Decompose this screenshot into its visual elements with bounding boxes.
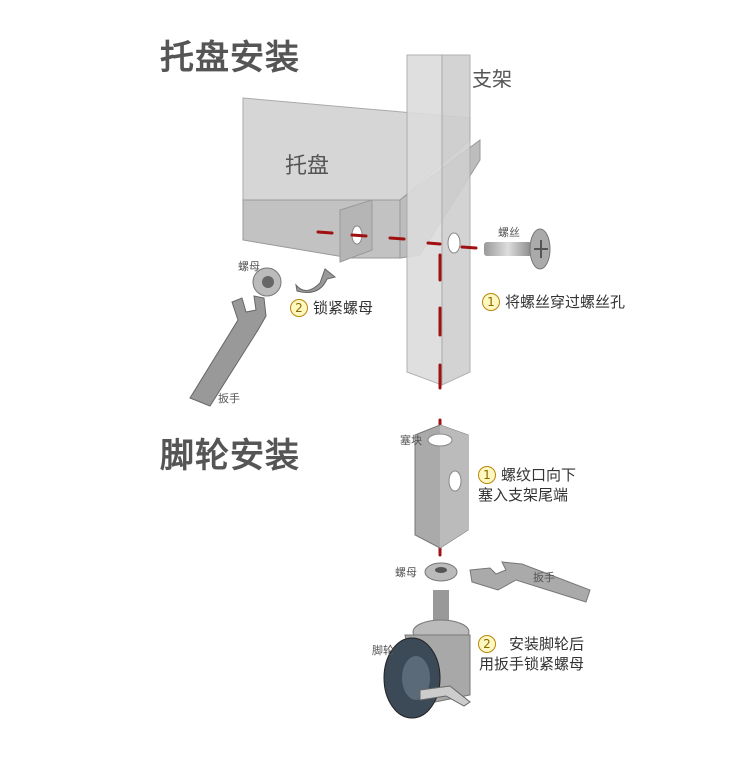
- step-text-line2: 用扳手锁紧螺母: [479, 655, 585, 673]
- nut-bottom: [424, 562, 458, 582]
- screw-label: 螺丝: [498, 226, 520, 239]
- plug-label: 塞块: [400, 434, 422, 447]
- step-text-line1: 安装脚轮后: [509, 635, 585, 653]
- caster-step-1: 1 螺纹口向下 塞入支架尾端: [478, 465, 576, 505]
- wrench-bottom: [469, 561, 591, 603]
- nut-label: 螺母: [238, 260, 260, 273]
- plug-block: [414, 424, 469, 549]
- wrench: [189, 295, 267, 407]
- step-number: 1: [482, 293, 500, 311]
- step-text: 将螺丝穿过螺丝孔: [505, 293, 626, 311]
- step-number: 1: [478, 466, 496, 484]
- wrench-bottom-label: 扳手: [533, 571, 555, 584]
- tray-install-title: 托盘安装: [160, 38, 300, 78]
- caster-wheel: [383, 590, 471, 719]
- bracket-label: 支架: [472, 67, 512, 91]
- caster-install-title: 脚轮安装: [160, 436, 300, 476]
- tray-label: 托盘: [285, 154, 330, 179]
- caster-step-2: 2 安装脚轮后 用扳手锁紧螺母: [478, 634, 584, 674]
- step-number: 2: [290, 299, 308, 317]
- nut: [252, 267, 282, 297]
- bracket-post: [406, 54, 471, 386]
- step-text: 锁紧螺母: [313, 299, 374, 317]
- step-text-line1: 螺纹口向下: [501, 466, 577, 484]
- rotate-arrow-icon: [295, 268, 337, 293]
- wrench-label: 扳手: [218, 392, 240, 405]
- caster-label: 脚轮: [372, 644, 394, 657]
- screw: [484, 228, 551, 270]
- step-number: 2: [478, 635, 496, 653]
- nut-bottom-label: 螺母: [395, 566, 417, 579]
- step-text-line2: 塞入支架尾端: [478, 486, 569, 504]
- tray-step-2: 2 锁紧螺母: [290, 297, 373, 318]
- tray-step-1: 1 将螺丝穿过螺丝孔: [482, 291, 625, 312]
